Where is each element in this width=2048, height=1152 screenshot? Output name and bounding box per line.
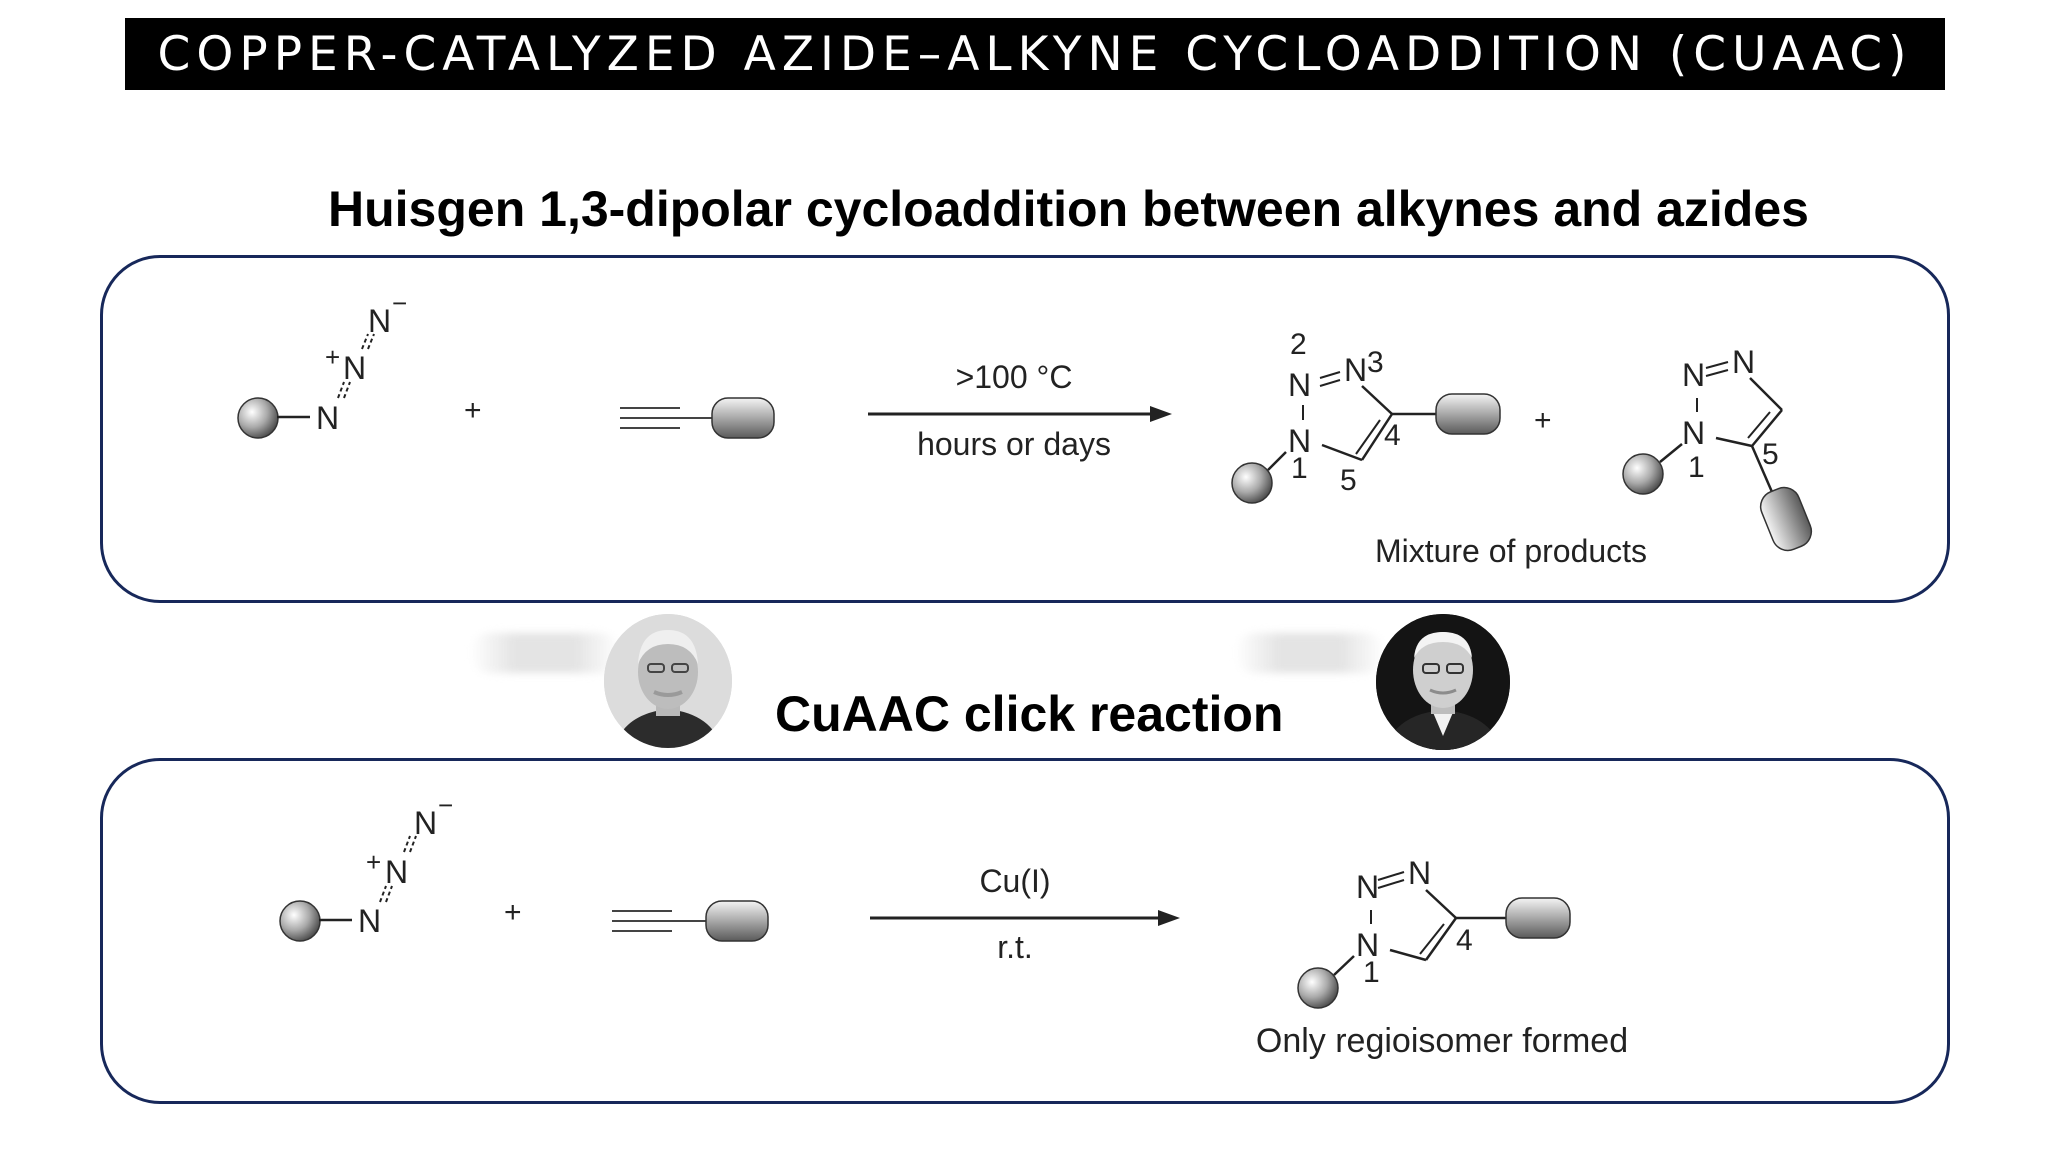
azide-n3: N [368, 303, 391, 339]
person-portrait-icon [1376, 614, 1510, 750]
regioisomer-note: Only regioisomer formed [1256, 1022, 1628, 1060]
label-position-1: 1 [1688, 451, 1705, 484]
substituent-ball [1297, 967, 1339, 1009]
substituent-ball [1231, 462, 1273, 504]
triazole-product-1-4: N N N 2 3 4 1 5 [1231, 328, 1501, 504]
triazole-n2: N [1288, 367, 1311, 403]
plus-sign: + [504, 896, 522, 929]
person-portrait-icon [604, 614, 732, 748]
triazole-n3: N [1344, 352, 1367, 388]
azide-reactant-2: N N + N − [279, 790, 453, 942]
plus-sign: + [1534, 404, 1552, 437]
substituent-capsule [1759, 486, 1813, 552]
azide-n1: N [316, 400, 339, 436]
substituent-ball [1622, 453, 1664, 495]
label-position-4: 4 [1384, 419, 1401, 452]
label-position-1: 1 [1363, 956, 1380, 989]
condition-time: hours or days [917, 426, 1111, 462]
azide-minus-charge: − [438, 790, 453, 820]
azide-plus-charge: + [366, 847, 381, 877]
cuaac-panel [100, 758, 1950, 1104]
reaction-arrow-2: Cu(I) r.t. [870, 863, 1180, 965]
condition-catalyst: Cu(I) [979, 863, 1050, 899]
reaction-arrow-1: >100 °C hours or days [868, 359, 1172, 462]
condition-temperature: >100 °C [956, 359, 1073, 395]
triazole-n1: N [1682, 415, 1705, 451]
substituent-ball [279, 900, 321, 942]
azide-plus-charge: + [325, 342, 340, 372]
condition-temperature: r.t. [997, 929, 1033, 965]
triazole-product-1-5: N N N 1 5 [1622, 344, 1813, 552]
triazole-n2: N [1356, 869, 1379, 905]
alkyne-reactant-2 [612, 900, 769, 942]
substituent-capsule [1505, 897, 1571, 939]
portrait-right [1376, 614, 1510, 750]
azide-n2: N [343, 350, 366, 386]
alkyne-reactant-1 [620, 397, 775, 439]
triazole-n3: N [1732, 344, 1755, 380]
label-position-5: 5 [1762, 438, 1779, 471]
blurred-caption-left [470, 633, 620, 673]
title-banner: COPPER-CATALYZED AZIDE–ALKYNE CYCLOADDIT… [125, 18, 1945, 90]
mixture-note: Mixture of products [1375, 533, 1647, 569]
page-title: COPPER-CATALYZED AZIDE–ALKYNE CYCLOADDIT… [157, 26, 1913, 82]
substituent-capsule [711, 397, 775, 439]
substituent-capsule [705, 900, 769, 942]
huisgen-heading: Huisgen 1,3-dipolar cycloaddition betwee… [328, 181, 1809, 237]
azide-minus-charge: − [392, 288, 407, 318]
label-position-2: 2 [1290, 328, 1307, 361]
azide-n1: N [358, 903, 381, 939]
triazole-n1: N [1356, 927, 1379, 963]
cuaac-heading: CuAAC click reaction [775, 686, 1284, 742]
azide-reactant-1: N N + N − [237, 288, 407, 439]
label-position-3: 3 [1367, 346, 1384, 379]
azide-n2: N [385, 854, 408, 890]
substituent-capsule [1435, 393, 1501, 435]
triazole-n1: N [1288, 423, 1311, 459]
portrait-left [604, 614, 732, 748]
triazole-n2: N [1682, 357, 1705, 393]
huisgen-panel [100, 255, 1950, 603]
azide-n3: N [414, 805, 437, 841]
label-position-1: 1 [1291, 452, 1308, 485]
plus-sign: + [464, 394, 482, 427]
label-position-4: 4 [1456, 924, 1473, 957]
blurred-caption-right [1235, 633, 1385, 673]
triazole-product-cuaac: N N N 4 1 [1297, 855, 1571, 1009]
triazole-n3: N [1408, 855, 1431, 891]
substituent-ball [237, 397, 279, 439]
label-position-5: 5 [1340, 464, 1357, 497]
